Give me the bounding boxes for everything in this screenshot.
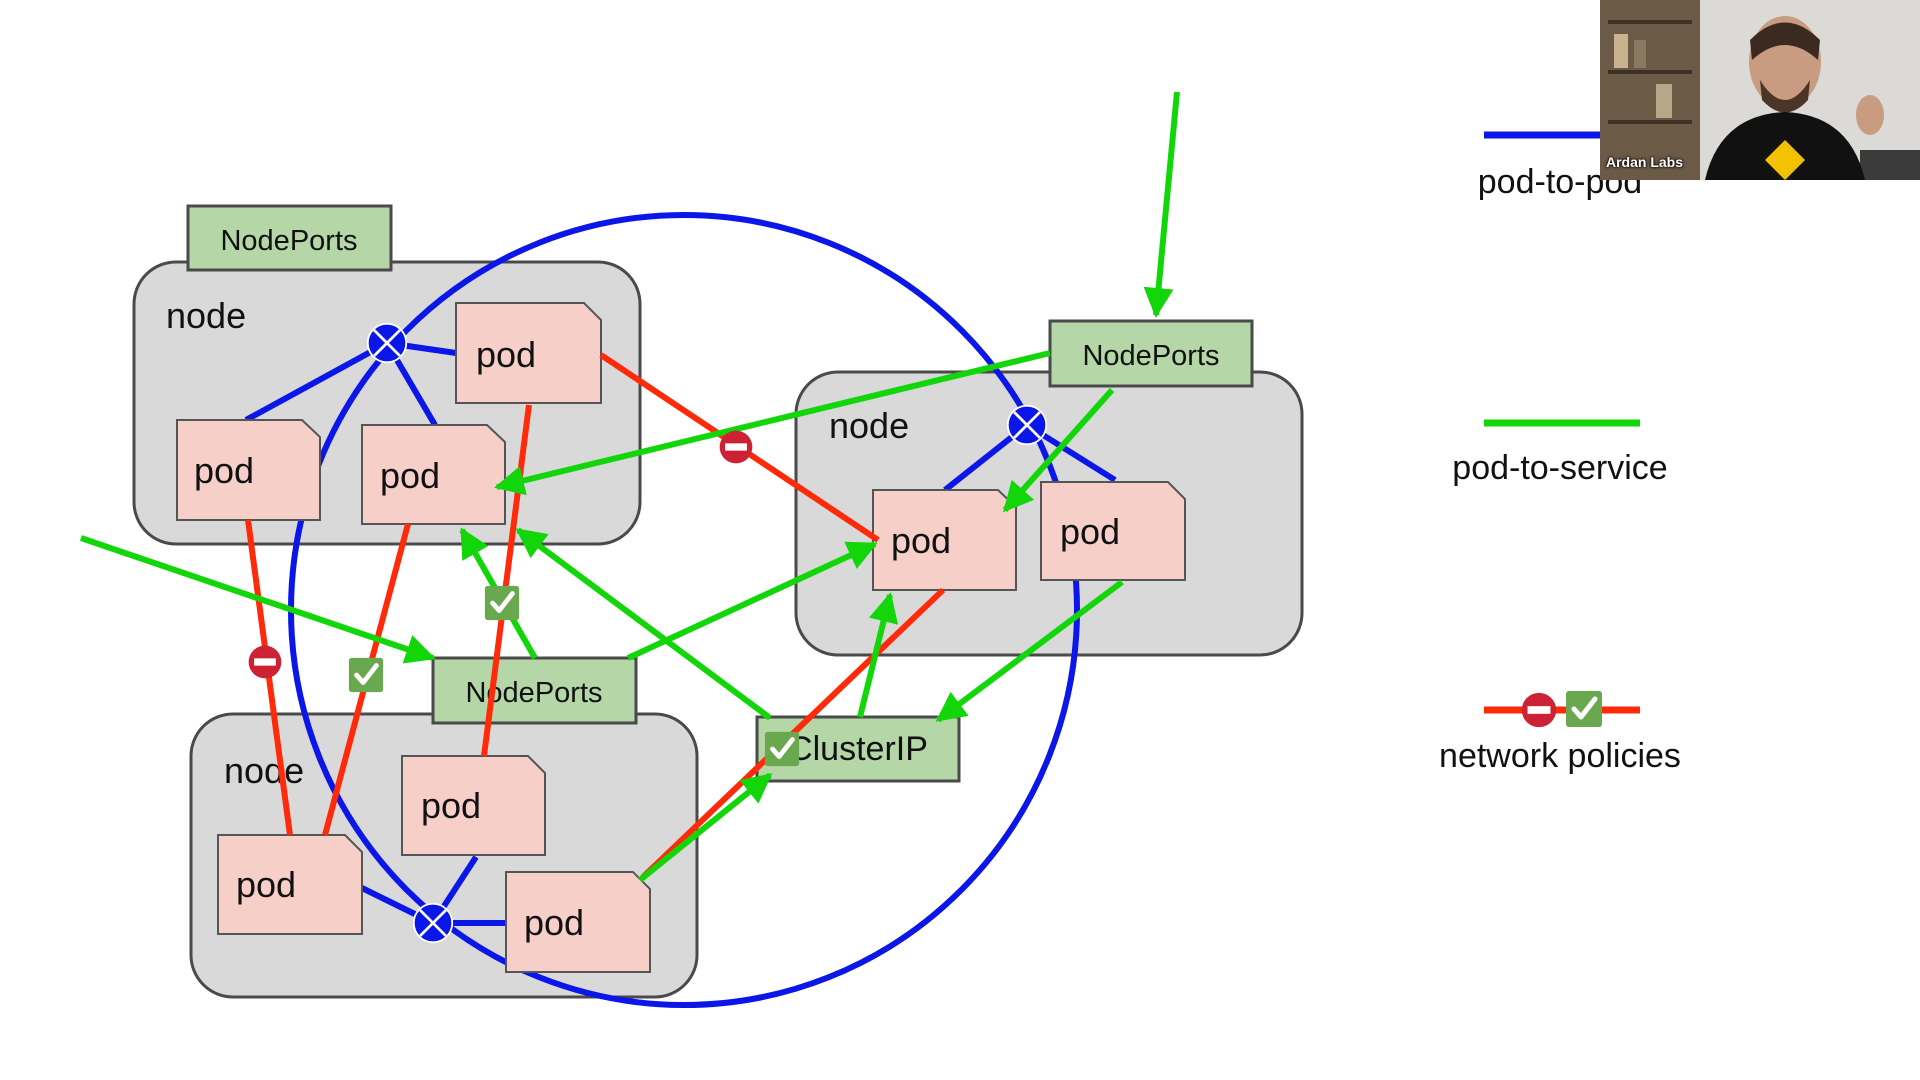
pod-to-service-arrow (80, 535, 436, 664)
pod-shape[interactable] (217, 834, 363, 935)
presenter-video (1600, 0, 1920, 180)
pod-tl-2[interactable]: pod (176, 419, 321, 521)
pod-label: pod (1060, 511, 1120, 552)
no-entry-icon (1521, 692, 1557, 728)
service-label: NodePorts (220, 225, 357, 257)
pod-tl-3[interactable]: pod (361, 424, 506, 525)
pod-label: pod (380, 455, 440, 496)
pod-shape[interactable] (872, 489, 1017, 591)
checkmark-icon (349, 658, 383, 692)
node-label: node (829, 405, 909, 446)
bookshelf-image (1600, 0, 1700, 180)
node-label: node (166, 295, 246, 336)
clusterip-service[interactable]: ClusterIP (755, 715, 961, 783)
pod-label: pod (476, 334, 536, 375)
webcam-caption: Ardan Labs (1606, 154, 1684, 170)
legend-label-network-policies: network policies (1439, 737, 1681, 775)
pod-to-service-arrow (515, 527, 772, 721)
node-label: node (224, 750, 304, 791)
crossed-circle-icon (366, 322, 408, 364)
pod-r-2[interactable]: pod (1040, 481, 1186, 581)
legend-label-pod-to-service: pod-to-service (1452, 449, 1667, 487)
nodeports-top-left[interactable]: NodePorts (186, 204, 393, 272)
pod-to-service-arrow (1002, 388, 1115, 513)
pod-shape[interactable] (176, 419, 321, 521)
service-label: NodePorts (465, 677, 602, 709)
pod-shape[interactable] (401, 755, 546, 856)
network-policy-link (481, 404, 532, 757)
pod-shape[interactable] (1040, 481, 1186, 581)
checkmark-icon (1566, 691, 1602, 727)
nodeports-right[interactable]: NodePorts (1048, 319, 1254, 388)
webcam-overlay: Ardan Labs (1600, 0, 1920, 180)
checkmark-icon (765, 732, 799, 766)
pod-bl-3[interactable]: pod (505, 871, 651, 973)
pod-to-service-arrow (626, 541, 878, 661)
nodeports-bottom-left[interactable]: NodePorts (431, 656, 638, 725)
pod-to-service-links (80, 91, 1180, 883)
pod-to-service-arrow (935, 579, 1124, 723)
pod-label: pod (421, 785, 481, 826)
no-entry-icon (248, 645, 282, 679)
pod-bl-2[interactable]: pod (217, 834, 363, 935)
service-box[interactable] (186, 204, 393, 272)
pod-r-1[interactable]: pod (872, 489, 1017, 591)
pod-shape[interactable] (455, 302, 602, 404)
pod-label: pod (194, 450, 254, 491)
pod-to-service-arrow (638, 772, 773, 883)
pod-to-service-arrow (857, 592, 899, 718)
pod-to-service-arrow (1143, 91, 1180, 318)
pod-label: pod (524, 902, 584, 943)
pod-shape[interactable] (505, 871, 651, 973)
pod-to-pod-link (244, 340, 389, 423)
crossed-circle-icon (1006, 404, 1048, 446)
checkmark-icon (485, 586, 519, 620)
no-entry-icon (719, 430, 753, 464)
pod-to-service-arrow (494, 350, 1051, 496)
crossed-circle-icon (412, 902, 454, 944)
legend: pod-to-pod pod-to-service network polici… (1439, 131, 1681, 775)
pod-label: pod (236, 864, 296, 905)
pod-bl-1[interactable]: pod (401, 755, 546, 856)
service-label: ClusterIP (788, 730, 928, 768)
pod-label: pod (891, 520, 951, 561)
pod-tl-1[interactable]: pod (455, 302, 602, 404)
service-label: NodePorts (1082, 340, 1219, 372)
